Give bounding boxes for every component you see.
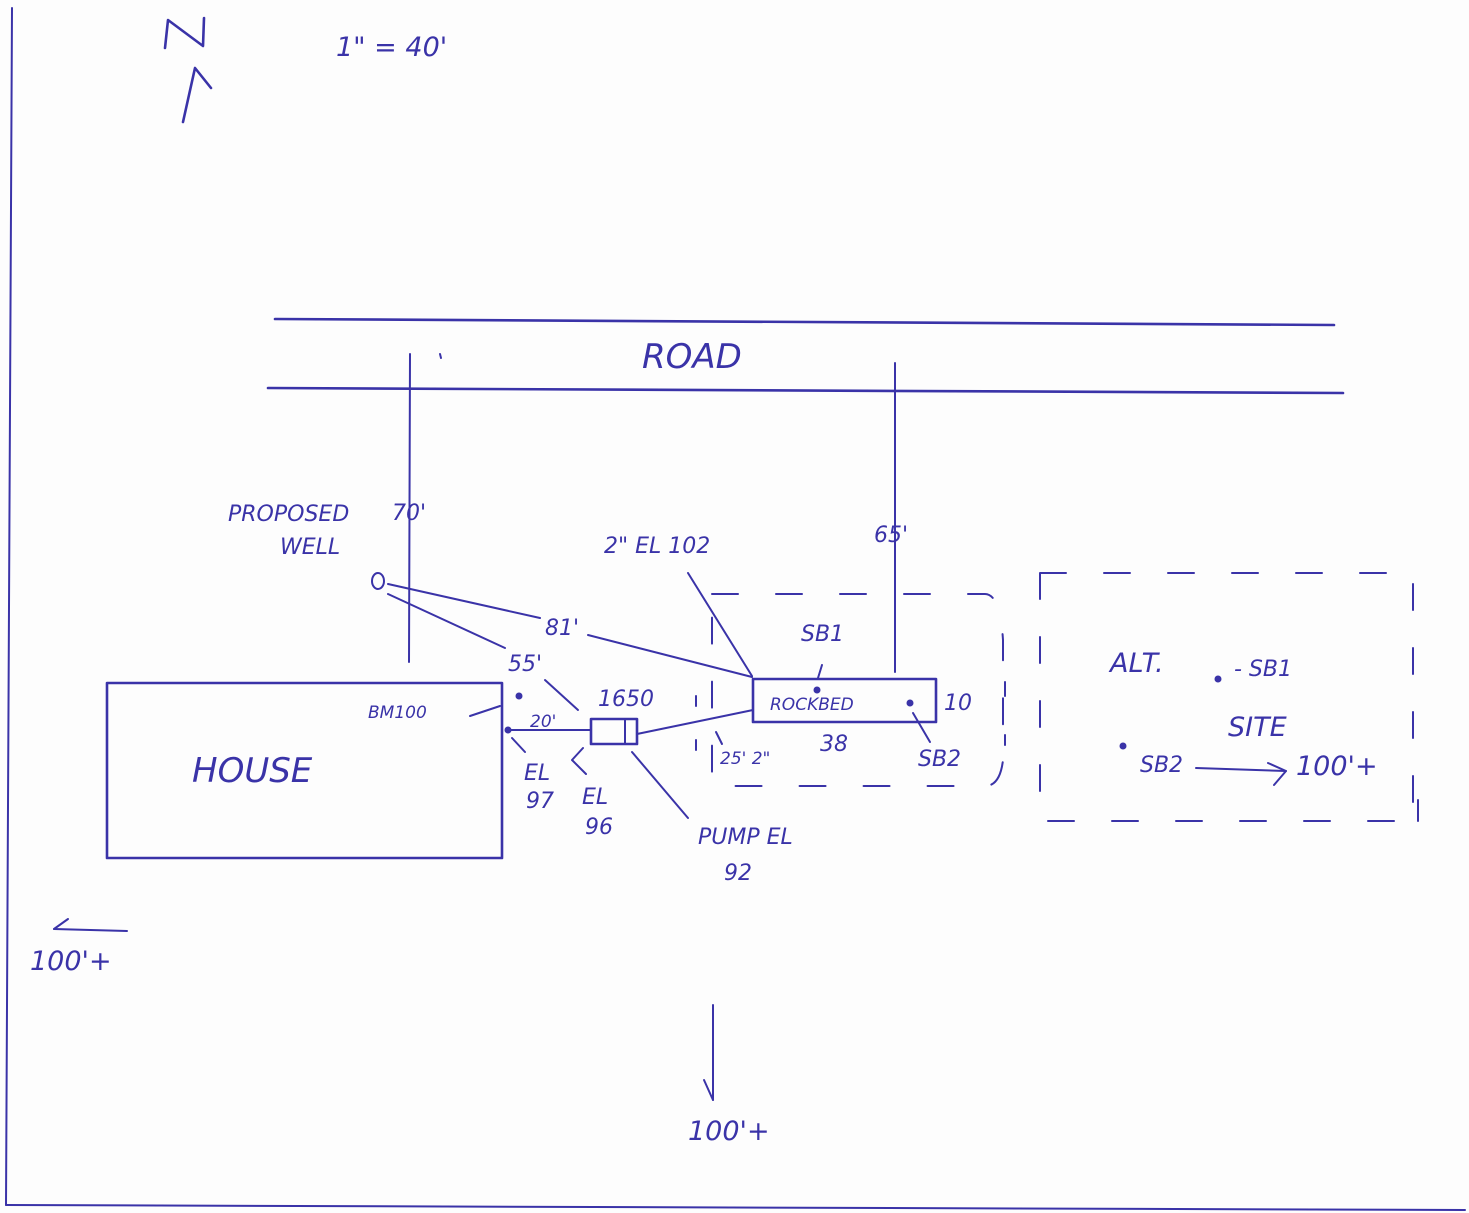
south-arrow-icon <box>703 1079 714 1101</box>
rockbed-sb1-leader <box>817 664 823 679</box>
pipe-size-el-leader <box>687 572 753 677</box>
alt-site-area <box>1039 572 1414 822</box>
road-north-edge <box>273 317 1336 327</box>
tank-el-line1: EL <box>582 785 608 810</box>
sheet-left-edge <box>5 7 13 1206</box>
west-distance: 100'+ <box>30 946 112 977</box>
house-outline <box>105 681 504 860</box>
pump-el-leader <box>631 751 689 819</box>
well-to-road-line <box>408 353 411 663</box>
house-label: HOUSE <box>192 751 313 791</box>
well-label-line2: WELL <box>280 535 340 560</box>
well-label-line1: PROPOSED <box>228 502 349 527</box>
tank-size-label: 1650 <box>598 687 654 712</box>
well-tank-line-b <box>544 679 579 711</box>
alt-site-arrow-line <box>1195 767 1287 772</box>
rockbed-label: ROCKBED <box>770 695 854 715</box>
well-rockbed-distance: 81' <box>545 616 579 641</box>
tank-rockbed-pipe <box>636 709 754 735</box>
alt-sb1-point-icon <box>1214 675 1222 683</box>
pump-el-line2: 92 <box>724 861 752 886</box>
north-arrow-icon <box>163 16 213 124</box>
rockbed-length: 38 <box>820 732 848 757</box>
pump-el-line1: PUMP EL <box>698 825 793 850</box>
tank-el-leader <box>571 747 587 775</box>
rockbed-road-distance: 65' <box>874 523 908 548</box>
rockbed-width: 10 <box>944 691 972 716</box>
rockbed-outline <box>751 677 938 724</box>
west-arrow-line <box>53 928 128 932</box>
road-south-edge <box>266 386 1345 395</box>
alt-sb2-label: SB2 <box>1140 753 1183 778</box>
rockbed-sb2-leader <box>912 712 931 743</box>
pipe-length-label: 25' 2" <box>720 749 770 769</box>
house-el-leader <box>511 737 526 753</box>
benchmark-label: BM100 <box>368 703 427 723</box>
house-el-line1: EL <box>524 761 550 786</box>
well-tank-distance: 55' <box>508 652 542 677</box>
benchmark-offset: 20' <box>530 712 556 732</box>
rockbed-sb1-label: SB1 <box>801 622 844 647</box>
pipe-size-el-label: 2" EL 102 <box>604 534 710 559</box>
pipe-tick-3 <box>715 731 723 745</box>
alt-site-arrow-icon <box>1267 762 1287 786</box>
septic-tank <box>589 717 639 746</box>
well-road-distance: 70' <box>392 501 426 526</box>
well-rockbed-line-b <box>587 634 753 678</box>
rockbed-sb2-point-icon <box>906 699 914 707</box>
rockbed-sb2-label: SB2 <box>918 747 961 772</box>
road-label: ROAD <box>642 337 742 377</box>
rockbed-sb1-point-icon <box>813 686 821 694</box>
tank-el-line2: 96 <box>585 815 613 840</box>
alt-sb2-point-icon <box>1119 742 1127 750</box>
scale-label: 1" = 40' <box>336 32 447 63</box>
well-marker-icon <box>371 572 385 590</box>
sheet-bottom-edge <box>5 1204 1466 1211</box>
alt-site-label-line2: SITE <box>1228 712 1287 743</box>
rockbed-reserve-area <box>711 593 1004 787</box>
well-tank-line-a <box>387 593 506 649</box>
alt-site-distance: 100'+ <box>1296 751 1378 782</box>
west-arrow-icon <box>53 918 69 930</box>
benchmark-point-icon <box>515 692 523 700</box>
stray-mark <box>439 353 442 359</box>
benchmark-leader <box>469 705 501 717</box>
alt-sb1-label: - SB1 <box>1234 657 1292 682</box>
well-rockbed-line-a <box>387 583 541 619</box>
alt-site-label-line1: ALT. <box>1108 648 1164 679</box>
house-el-line2: 97 <box>526 789 554 814</box>
south-distance: 100'+ <box>688 1116 770 1147</box>
